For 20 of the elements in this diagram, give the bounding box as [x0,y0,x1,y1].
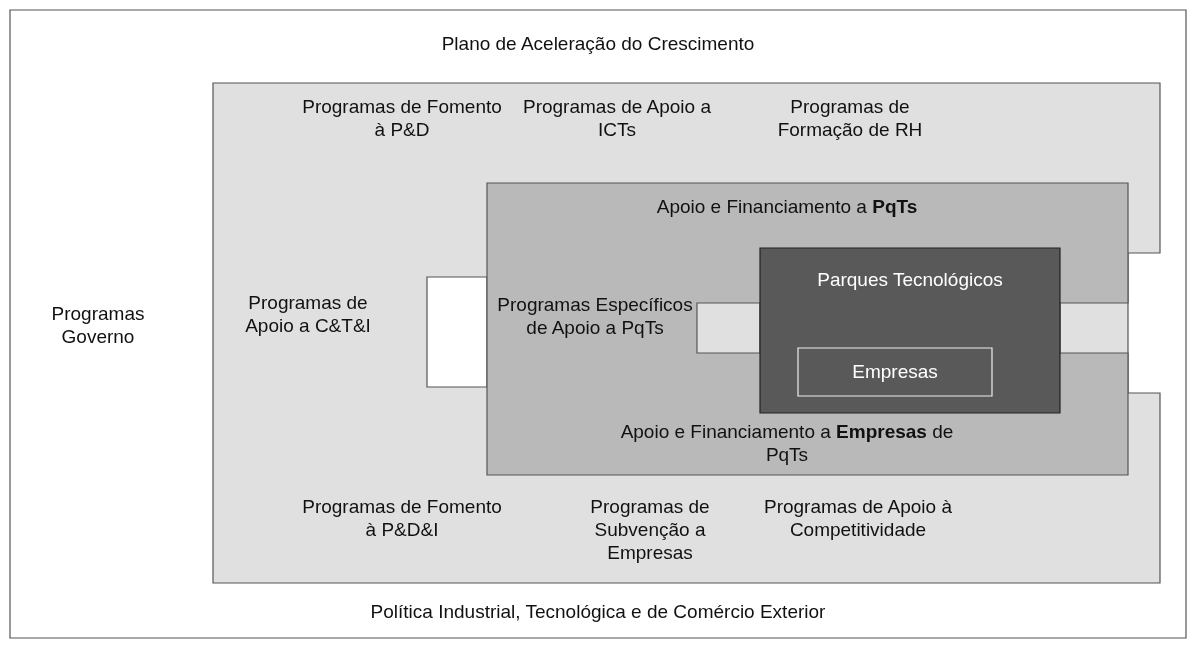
program-label: Apoio e Financiamento a PqTs [655,195,919,218]
program-label: Programas de Formação de RH [776,95,924,141]
program-label: Programas de Fomento à P&D [302,95,502,141]
frame-footer: Política Industrial, Tecnológica e de Comércio Exterior [248,600,948,623]
program-label: Empresas [851,360,939,383]
frame-title: Plano de Aceleração do Crescimento [440,32,756,55]
program-label: Programas Específicos de Apoio a PqTs [496,293,694,339]
company-box [798,348,992,396]
program-label: Programas de Subvenção a Empresas [589,495,711,564]
park-box [760,248,1060,413]
support-band [487,183,1128,475]
program-label: Programas de Apoio a C&T&I [244,291,372,337]
side-label: Programas Governo [50,302,146,348]
outer-frame [10,10,1186,638]
program-label: Programas de Fomento à P&D&I [302,495,502,541]
program-label: Programas de Apoio à Competitividade [763,495,953,541]
program-band [213,83,1160,583]
program-label: Parques Tecnológicos [816,268,1004,291]
program-label: Apoio e Financiamento a Empresas de PqTs [619,420,955,466]
program-label: Programas de Apoio a ICTs [522,95,712,141]
